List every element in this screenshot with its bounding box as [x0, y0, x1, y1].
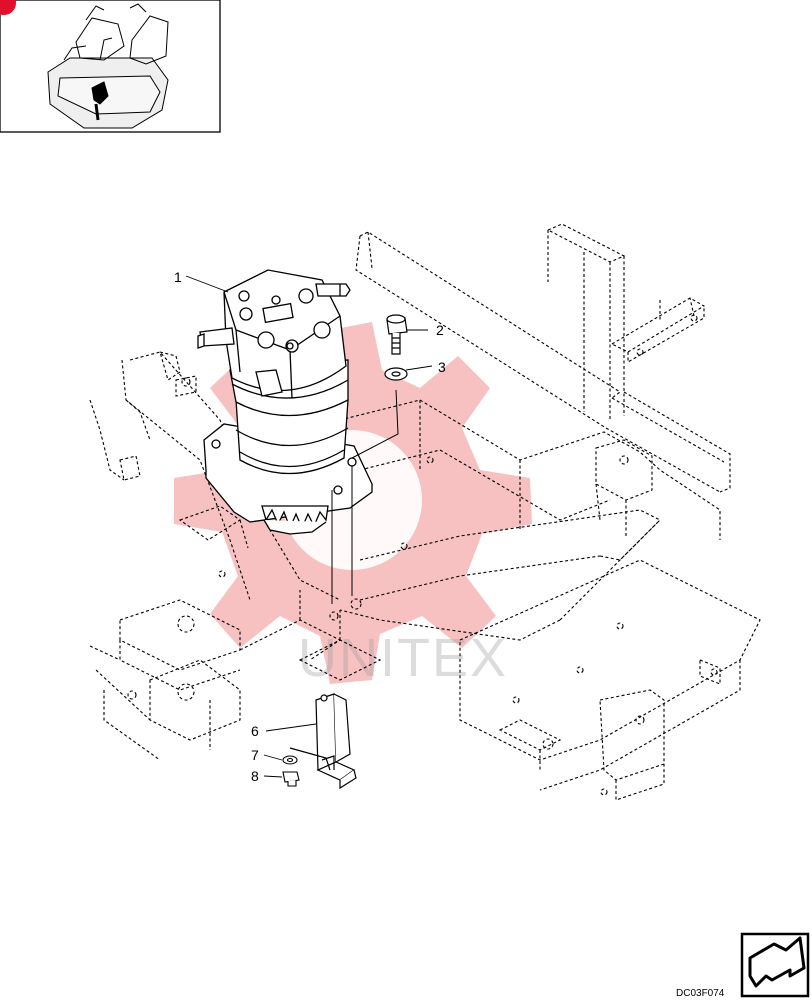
- lock-washer: [282, 755, 298, 765]
- hex-bolt: [282, 771, 300, 787]
- callout-6: 6: [251, 723, 259, 739]
- callout-1: 1: [174, 269, 182, 285]
- figure-code: DC03F074: [676, 988, 725, 999]
- locator-inset: [0, 0, 221, 133]
- washer: [384, 367, 408, 381]
- callout-3: 3: [438, 359, 446, 375]
- next-page-arrow-icon[interactable]: [740, 932, 810, 998]
- red-corner-marker: [0, 0, 16, 15]
- swing-motor: [197, 269, 373, 535]
- upper-frame: [89, 223, 761, 801]
- watermark-text: UNITEX: [298, 628, 508, 688]
- support-bracket: [289, 693, 357, 790]
- callout-leaders: [185, 275, 433, 778]
- socket-head-bolt: [386, 314, 408, 355]
- callout-8: 8: [251, 768, 259, 784]
- callout-2: 2: [436, 322, 444, 338]
- assembly-centerlines: [331, 389, 399, 604]
- callout-7: 7: [251, 747, 259, 763]
- machine-locator-icon: [47, 3, 169, 129]
